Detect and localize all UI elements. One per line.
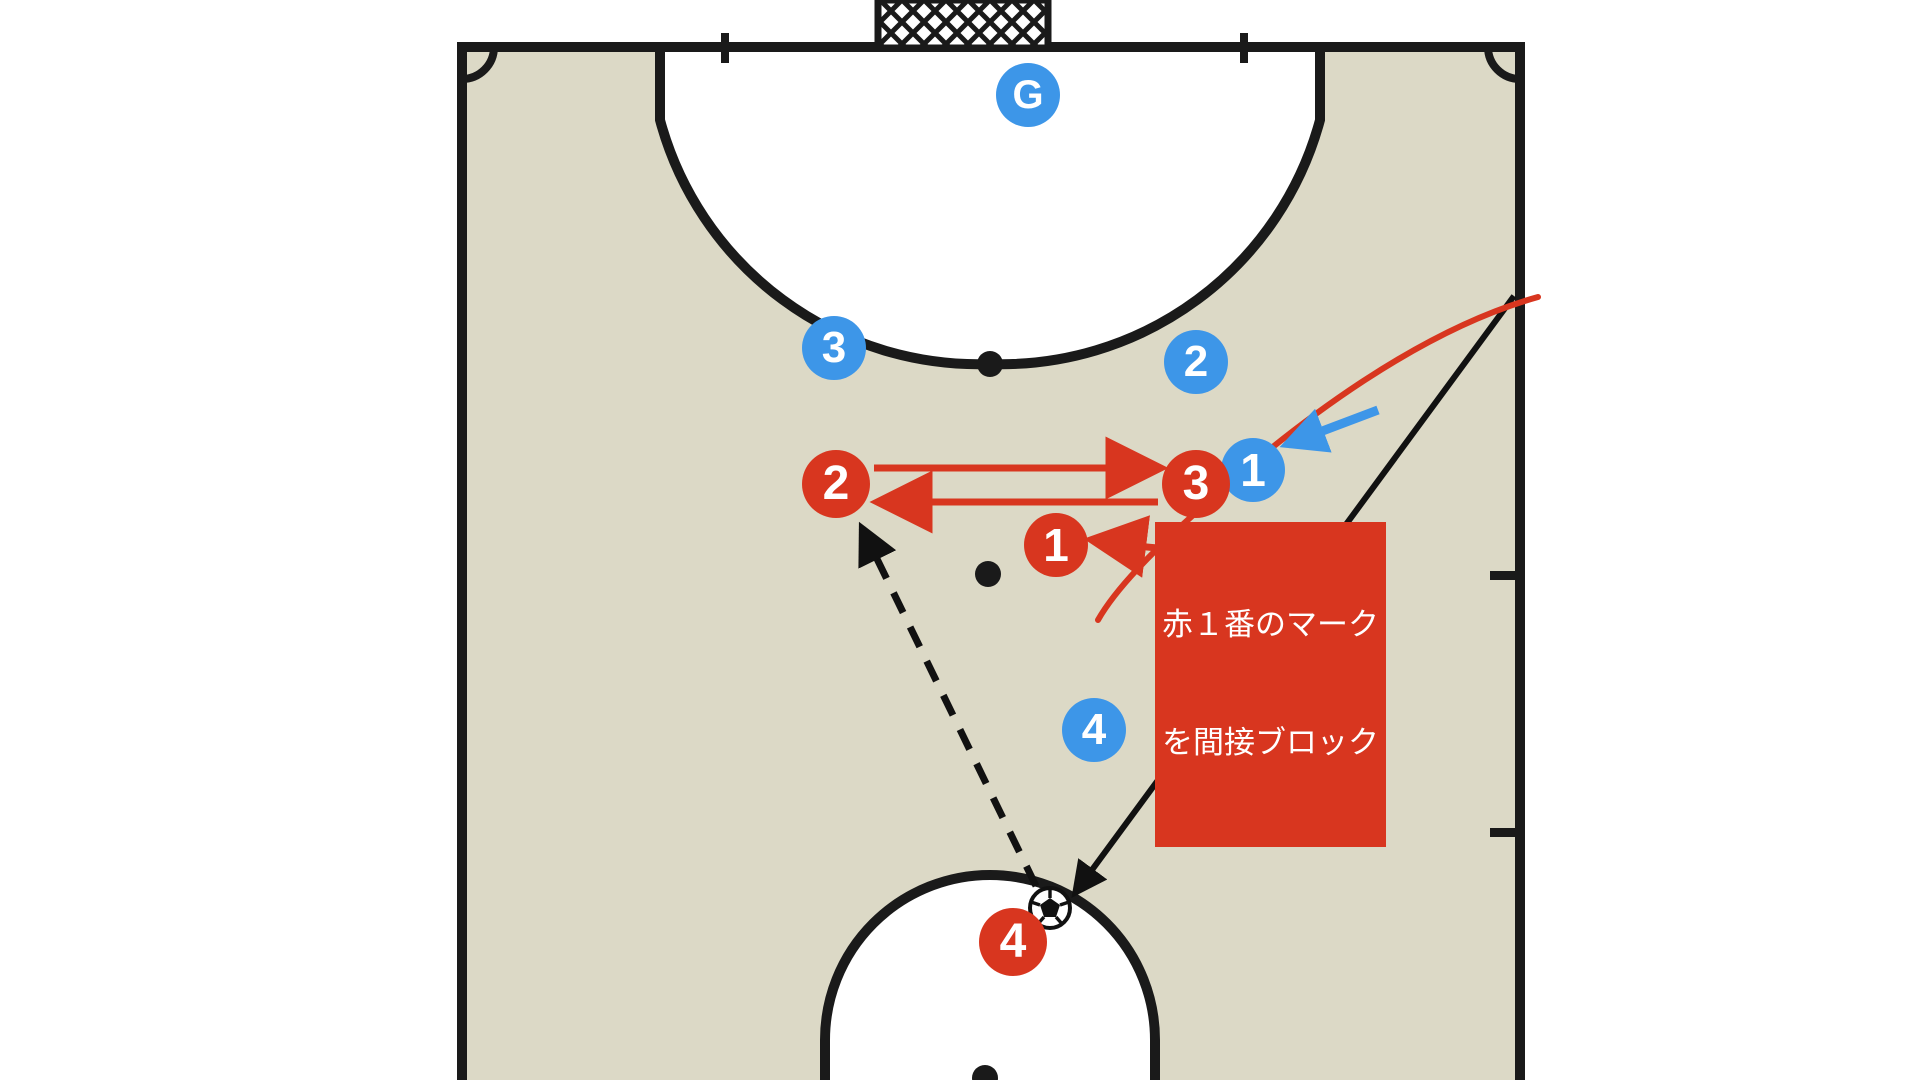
blue-press-arrow: [1279, 405, 1380, 453]
bottom-goal-area: [825, 875, 1155, 1080]
player-blue-4[interactable]: 4: [1062, 698, 1126, 762]
top-substitution-tick: [721, 33, 729, 63]
callout-pointer-arrow: [1083, 515, 1159, 578]
player-red-4[interactable]: 4: [979, 908, 1047, 976]
bottom-goal-area-arc: [820, 870, 1160, 1080]
player-red-2-label: 2: [822, 457, 850, 510]
goal-net: [874, 0, 1052, 52]
top-goal-area: [462, 47, 1320, 365]
top-penalty-spot: [977, 351, 1003, 377]
corner-arc-top-right: [1484, 46, 1521, 83]
tactic-callout-line1: 赤１番のマーク: [1162, 606, 1379, 642]
top-right-substitution-tick: [1240, 33, 1248, 63]
player-red-3-label: 3: [1182, 457, 1210, 510]
player-red-3[interactable]: 3: [1162, 450, 1230, 518]
second-penalty-spot: [975, 561, 1001, 587]
soccer-ball: [1028, 886, 1072, 930]
player-red-2[interactable]: 2: [802, 450, 870, 518]
player-red-4-label: 4: [999, 915, 1027, 968]
right-upper-tick: [1490, 571, 1524, 580]
player-blue-4-label: 4: [1081, 705, 1107, 754]
bottom-penalty-spot: [972, 1065, 998, 1080]
player-blue-g[interactable]: G: [996, 63, 1060, 127]
tactic-callout: 赤１番のマーク を間接ブロック: [1155, 522, 1386, 847]
tactic-callout-line2: を間接ブロック: [1162, 724, 1379, 760]
player-blue-2[interactable]: 2: [1164, 330, 1228, 394]
player-blue-g-label: G: [1012, 73, 1044, 117]
dashed-run-arrow: [858, 521, 1040, 888]
player-blue-1[interactable]: 1: [1221, 438, 1285, 502]
corner-arc-top-left: [461, 46, 498, 83]
player-blue-3[interactable]: 3: [802, 316, 866, 380]
player-blue-2-label: 2: [1183, 337, 1209, 386]
player-blue-1-label: 1: [1240, 444, 1266, 496]
right-lower-tick: [1490, 828, 1524, 837]
player-red-1-label: 1: [1043, 519, 1069, 571]
player-blue-3-label: 3: [821, 323, 847, 372]
player-red-1[interactable]: 1: [1024, 513, 1088, 577]
